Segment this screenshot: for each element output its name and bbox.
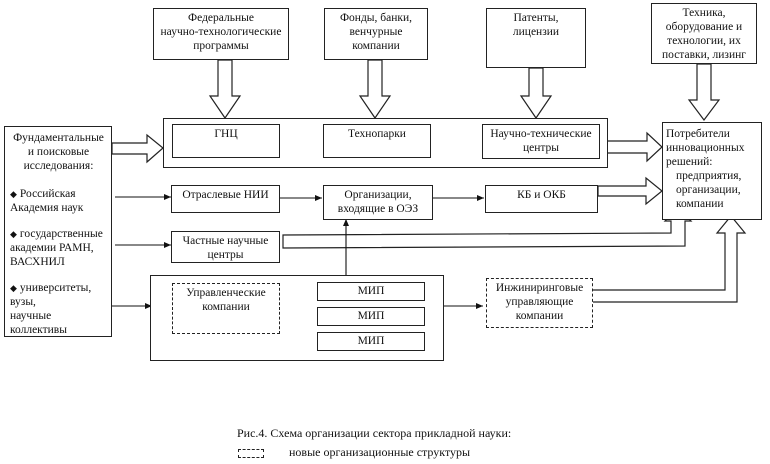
mip-box: МИП bbox=[317, 332, 425, 351]
box-text: Технопарки bbox=[348, 128, 406, 140]
box-text: венчурные bbox=[349, 26, 403, 38]
dashed-legend-swatch-icon bbox=[238, 449, 264, 458]
mip-box: МИП bbox=[317, 307, 425, 326]
box-text: управляющие bbox=[505, 296, 574, 308]
box-text: МИП bbox=[357, 310, 385, 322]
item-line: государственные bbox=[19, 228, 103, 240]
item-line: Российская bbox=[19, 188, 76, 200]
box-text: поставки, лизинг bbox=[662, 49, 746, 61]
consumer-line: организации, bbox=[676, 184, 741, 196]
figure-caption: Рис.4. Схема организации сектора приклад… bbox=[237, 426, 512, 440]
box-text: компании bbox=[352, 40, 400, 52]
list-item: ◆Российская Академия наук bbox=[10, 187, 107, 215]
gnc-box: ГНЦ bbox=[172, 124, 280, 158]
arrow-federal-to-gnc bbox=[208, 59, 242, 120]
diamond-bullet-icon: ◆ bbox=[10, 283, 17, 293]
item-line: коллективы bbox=[10, 324, 67, 336]
arrow-centers-to-consumers bbox=[606, 131, 663, 163]
item-line: научные bbox=[10, 310, 52, 322]
box-text: Патенты, bbox=[513, 12, 559, 24]
consumer-line: предприятия, bbox=[676, 170, 742, 182]
legend-label: новые организационные структуры bbox=[289, 445, 471, 459]
management-companies-box: Управленческие компании bbox=[172, 283, 280, 334]
fundamental-research-box: Фундаментальные и поисковые исследования… bbox=[4, 126, 112, 337]
box-text: лицензии bbox=[512, 26, 560, 38]
equipment-box: Техника, оборудование и технологии, их п… bbox=[651, 3, 757, 64]
private-centers-box: Частные научные центры bbox=[171, 231, 280, 263]
arrow-patents-to-stc bbox=[519, 67, 553, 120]
item-line: ВАСХНИЛ bbox=[10, 256, 65, 268]
item-line: Академия наук bbox=[10, 202, 84, 214]
arrow-engineering-to-consumers bbox=[591, 215, 747, 303]
list-item: ◆государственные академии РАМН, ВАСХНИЛ bbox=[10, 227, 107, 269]
oez-organizations-box: Организации, входящие в ОЭЗ bbox=[323, 185, 433, 220]
consumer-line: компании bbox=[676, 198, 724, 210]
scientific-technical-centers-box: Научно-технические центры bbox=[482, 124, 600, 159]
technoparks-box: Технопарки bbox=[323, 124, 431, 158]
consumer-line: решений: bbox=[666, 156, 713, 168]
box-text: входящие в ОЭЗ bbox=[337, 203, 419, 215]
box-text: Отраслевые НИИ bbox=[182, 189, 269, 201]
consumer-line: инновационных bbox=[666, 142, 745, 154]
consumers-box: Потребители инновационных решений: предп… bbox=[662, 122, 762, 220]
item-line: вузы, bbox=[10, 296, 36, 308]
diamond-bullet-icon: ◆ bbox=[10, 229, 17, 239]
heading-line: и поисковые bbox=[27, 146, 90, 158]
box-text: Фонды, банки, bbox=[339, 12, 413, 24]
box-text: компании bbox=[515, 310, 564, 322]
box-text: Техника, bbox=[682, 7, 726, 19]
list-item: ◆университеты, вузы, научные коллективы bbox=[10, 281, 107, 337]
box-text: Научно-технические bbox=[490, 128, 592, 140]
box-text: Управленческие bbox=[186, 287, 266, 299]
arrow-fundamental-to-centers bbox=[111, 133, 164, 164]
box-text: компании bbox=[202, 301, 250, 313]
box-text: технологии, их bbox=[667, 35, 741, 47]
patents-box: Патенты, лицензии bbox=[486, 8, 586, 68]
funds-banks-box: Фонды, банки, венчурные компании bbox=[324, 8, 428, 60]
mip-box: МИП bbox=[317, 282, 425, 301]
diamond-bullet-icon: ◆ bbox=[10, 189, 17, 199]
box-text: МИП bbox=[357, 285, 385, 297]
box-text: Федеральные bbox=[188, 12, 254, 24]
federal-programs-box: Федеральные научно-технологические прогр… bbox=[153, 8, 289, 60]
engineering-companies-box: Инжиниринговые управляющие компании bbox=[486, 278, 593, 328]
arrow-funds-to-technoparks bbox=[358, 59, 392, 120]
item-line: академии РАМН, bbox=[10, 242, 94, 254]
box-text: программы bbox=[193, 40, 249, 52]
arrow-kb-to-consumers bbox=[597, 176, 663, 206]
branch-nii-box: Отраслевые НИИ bbox=[171, 185, 280, 213]
heading-line: исследования: bbox=[23, 160, 94, 172]
kb-okb-box: КБ и ОКБ bbox=[485, 185, 598, 213]
box-text: Частные научные bbox=[182, 235, 269, 247]
box-text: оборудование и bbox=[665, 21, 743, 33]
consumer-line: Потребители bbox=[666, 128, 730, 140]
box-text: Организации, bbox=[344, 189, 412, 201]
fundamental-heading: Фундаментальные и поисковые исследования… bbox=[10, 131, 107, 173]
box-text: научно-технологические bbox=[160, 26, 282, 38]
heading-line: Фундаментальные bbox=[13, 132, 104, 144]
box-text: ГНЦ bbox=[214, 128, 238, 140]
box-text: МИП bbox=[357, 335, 385, 347]
box-text: Инжиниринговые bbox=[495, 282, 584, 294]
arrow-equipment-to-consumers bbox=[687, 63, 721, 121]
item-line: университеты, bbox=[19, 282, 92, 294]
box-text: центры bbox=[522, 142, 560, 154]
box-text: центры bbox=[207, 249, 244, 261]
box-text: КБ и ОКБ bbox=[517, 189, 566, 201]
